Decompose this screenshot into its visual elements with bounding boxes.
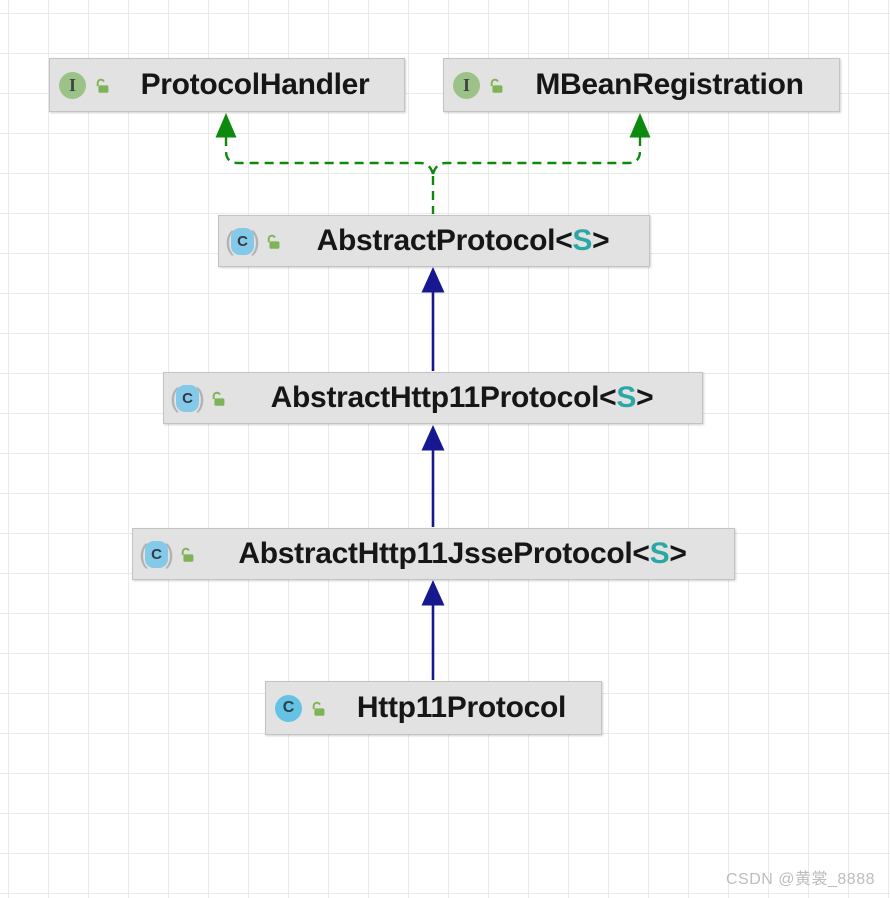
class-node-protocolhandler[interactable]: I ProtocolHandler — [49, 58, 405, 112]
public-unlocked-icon — [178, 546, 195, 563]
public-unlocked-icon — [93, 77, 110, 94]
node-label: ProtocolHandler — [140, 68, 370, 101]
node-label: AbstractProtocol<S> — [316, 224, 610, 257]
edge-extends-abstractprotocol[interactable] — [421, 267, 445, 371]
class-node-http11protocol[interactable]: C Http11Protocol — [265, 681, 602, 735]
extends-arrowhead-icon — [421, 267, 445, 293]
generic-parameter: S — [616, 381, 637, 414]
edge-implements-mbeanregistration[interactable] — [431, 113, 651, 175]
class-node-abstractprotocol[interactable]: ( C ) AbstractProtocol<S> — [218, 215, 650, 267]
abstract-class-icon: ( C ) — [170, 382, 205, 413]
generic-parameter: S — [572, 224, 593, 257]
extends-arrowhead-icon — [421, 425, 445, 451]
abstract-class-icon: ( C ) — [139, 538, 174, 569]
class-node-mbeanregistration[interactable]: I MBeanRegistration — [443, 58, 840, 112]
implements-arrowhead-icon — [629, 113, 651, 138]
public-unlocked-icon — [487, 77, 504, 94]
interface-icon: I — [453, 71, 480, 99]
interface-icon: I — [59, 71, 86, 99]
public-unlocked-icon — [209, 390, 226, 407]
implements-arrowhead-icon — [215, 113, 237, 138]
edge-implements-protocolhandler[interactable] — [215, 113, 435, 175]
extends-arrowhead-icon — [421, 580, 445, 606]
public-unlocked-icon — [309, 700, 326, 717]
class-node-abstracthttp11protocol[interactable]: ( C ) AbstractHttp11Protocol<S> — [163, 372, 703, 424]
node-label: Http11Protocol — [356, 691, 567, 724]
csdn-watermark: CSDN @黄裳_8888 — [725, 871, 875, 888]
edge-extends-abstracthttp11jsseprotocol[interactable] — [421, 580, 445, 680]
edge-extends-abstracthttp11protocol[interactable] — [421, 425, 445, 527]
generic-parameter: S — [649, 537, 670, 570]
class-node-abstracthttp11jsseprotocol[interactable]: ( C ) AbstractHttp11JsseProtocol<S> — [132, 528, 735, 580]
node-label: AbstractHttp11Protocol<S> — [270, 381, 654, 414]
node-label: MBeanRegistration — [535, 68, 804, 101]
abstract-class-icon: ( C ) — [225, 225, 260, 256]
node-label: AbstractHttp11JsseProtocol<S> — [238, 537, 687, 570]
class-icon: C — [275, 694, 302, 722]
public-unlocked-icon — [264, 233, 281, 250]
